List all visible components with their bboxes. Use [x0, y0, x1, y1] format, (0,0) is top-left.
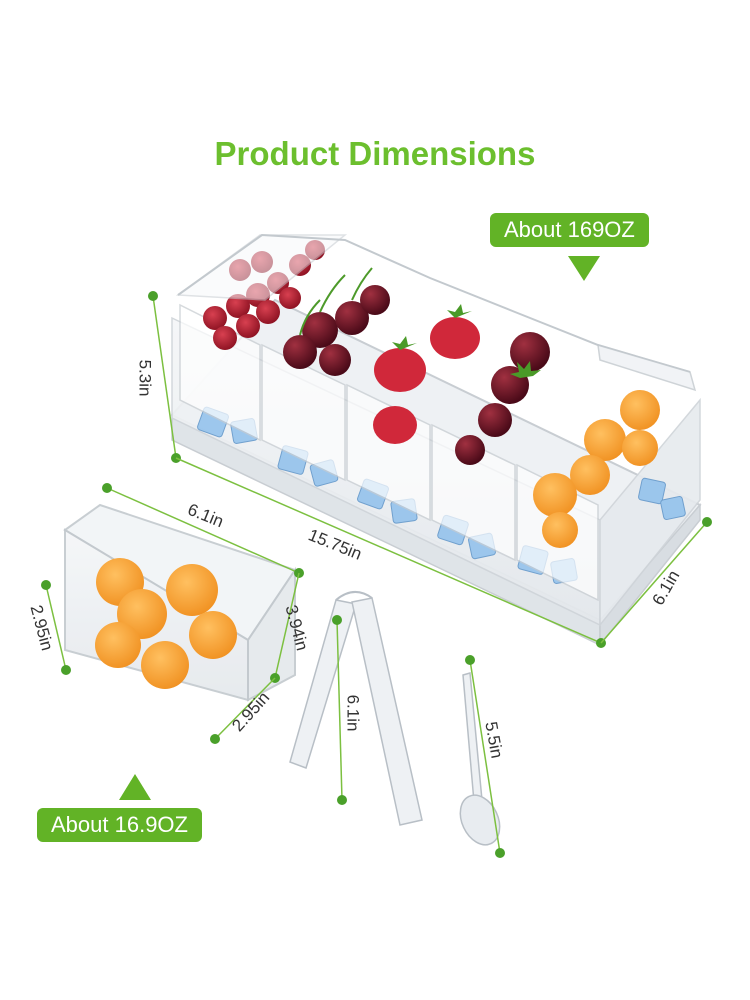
compartment-oranges: [516, 390, 660, 602]
page-title: Product Dimensions: [214, 135, 536, 172]
compartment-raspberries: [175, 234, 348, 442]
capacity-badge-small: About 16.9OZ: [37, 808, 202, 842]
capacity-badge-large: About 169OZ: [490, 213, 649, 247]
compartment-tomatoes: [431, 332, 550, 562]
main-organizer: [170, 233, 702, 648]
up-arrow-icon: [119, 774, 151, 800]
dimension-lines: [41, 291, 712, 858]
compartment-strawberries: [346, 304, 480, 522]
spoon: [459, 672, 501, 846]
small-container: [63, 503, 297, 702]
dim-tongs-length: 6.1in: [343, 694, 363, 732]
compartment-cherries: [261, 267, 390, 482]
tongs: [289, 591, 423, 826]
down-arrow-icon: [568, 256, 600, 281]
dim-main-height: 5.3in: [135, 359, 155, 397]
